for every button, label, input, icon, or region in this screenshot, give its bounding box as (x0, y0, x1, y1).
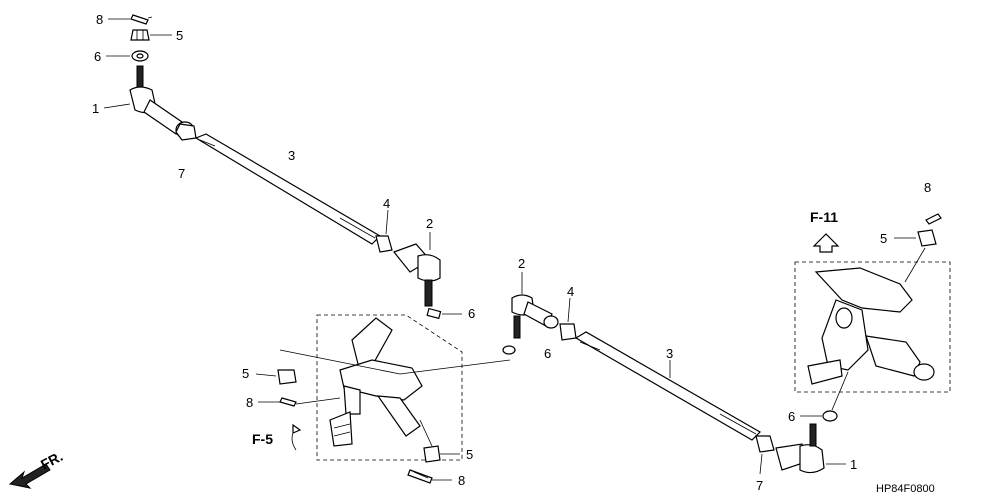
callout-6-left-mid: 6 (468, 306, 475, 321)
callout-6-right-low: 6 (788, 409, 795, 424)
callout-2-left: 2 (426, 216, 433, 231)
washer-right-low (822, 410, 838, 422)
callout-2-right: 2 (518, 256, 525, 271)
tie-rod-end-left-mid (393, 243, 441, 307)
callout-3-left: 3 (288, 148, 295, 163)
tie-rod-end-right-bottom (775, 423, 825, 474)
tie-rod-shaft-right (574, 331, 761, 441)
lock-nut-left-top (175, 123, 197, 141)
cotter-pin-top-left (130, 14, 153, 25)
lock-nut-right-mid (559, 323, 577, 341)
callout-8-right-top: 8 (924, 180, 931, 195)
washer-top-left (131, 50, 149, 62)
lock-nut-left-mid (375, 235, 393, 253)
callout-7-right: 7 (756, 478, 763, 493)
cotter-pin-left-low (279, 397, 297, 407)
callout-4-right: 4 (567, 284, 574, 299)
reference-f5: F-5 (252, 431, 273, 447)
callout-5-left-bottom: 5 (466, 447, 473, 462)
callout-1-right: 1 (850, 457, 857, 472)
f5-reference-arrow (291, 423, 302, 451)
diagram-code: HP84F0800 (876, 483, 935, 495)
front-direction-arrow (8, 463, 51, 489)
reference-f11: F-11 (810, 209, 838, 225)
castle-nut-left-low (277, 369, 297, 385)
steering-knuckle-left (329, 317, 423, 447)
steering-knuckle-right (807, 267, 935, 385)
knuckle-detail-box-right (794, 261, 951, 393)
f11-reference-arrow (812, 233, 840, 253)
callout-6-right-mid: 6 (544, 346, 551, 361)
tie-rod-end-right-mid (511, 294, 559, 339)
callout-8-left-low: 8 (246, 395, 253, 410)
cotter-pin-left-mid (426, 307, 442, 320)
cotter-pin-left-bottom (407, 469, 433, 484)
knuckle-detail-box (316, 314, 463, 461)
callout-6-top-left: 6 (94, 49, 101, 64)
callout-3-right: 3 (666, 346, 673, 361)
callout-8-top-left: 8 (96, 12, 103, 27)
callout-7-left: 7 (178, 166, 185, 181)
callout-1-top-left: 1 (92, 101, 99, 116)
callout-4-left: 4 (383, 196, 390, 211)
castle-nut-left-bottom (423, 445, 441, 463)
washer-right-mid (502, 345, 516, 355)
callout-5-right-top: 5 (880, 231, 887, 246)
callout-5-top-left: 5 (176, 28, 183, 43)
callout-8-left-bottom: 8 (458, 473, 465, 488)
castle-nut-top-left (130, 29, 150, 41)
callout-5-left-low: 5 (242, 366, 249, 381)
cotter-pin-right-top (925, 213, 942, 225)
lock-nut-right-bottom (755, 435, 775, 453)
castle-nut-right-top (917, 229, 937, 247)
